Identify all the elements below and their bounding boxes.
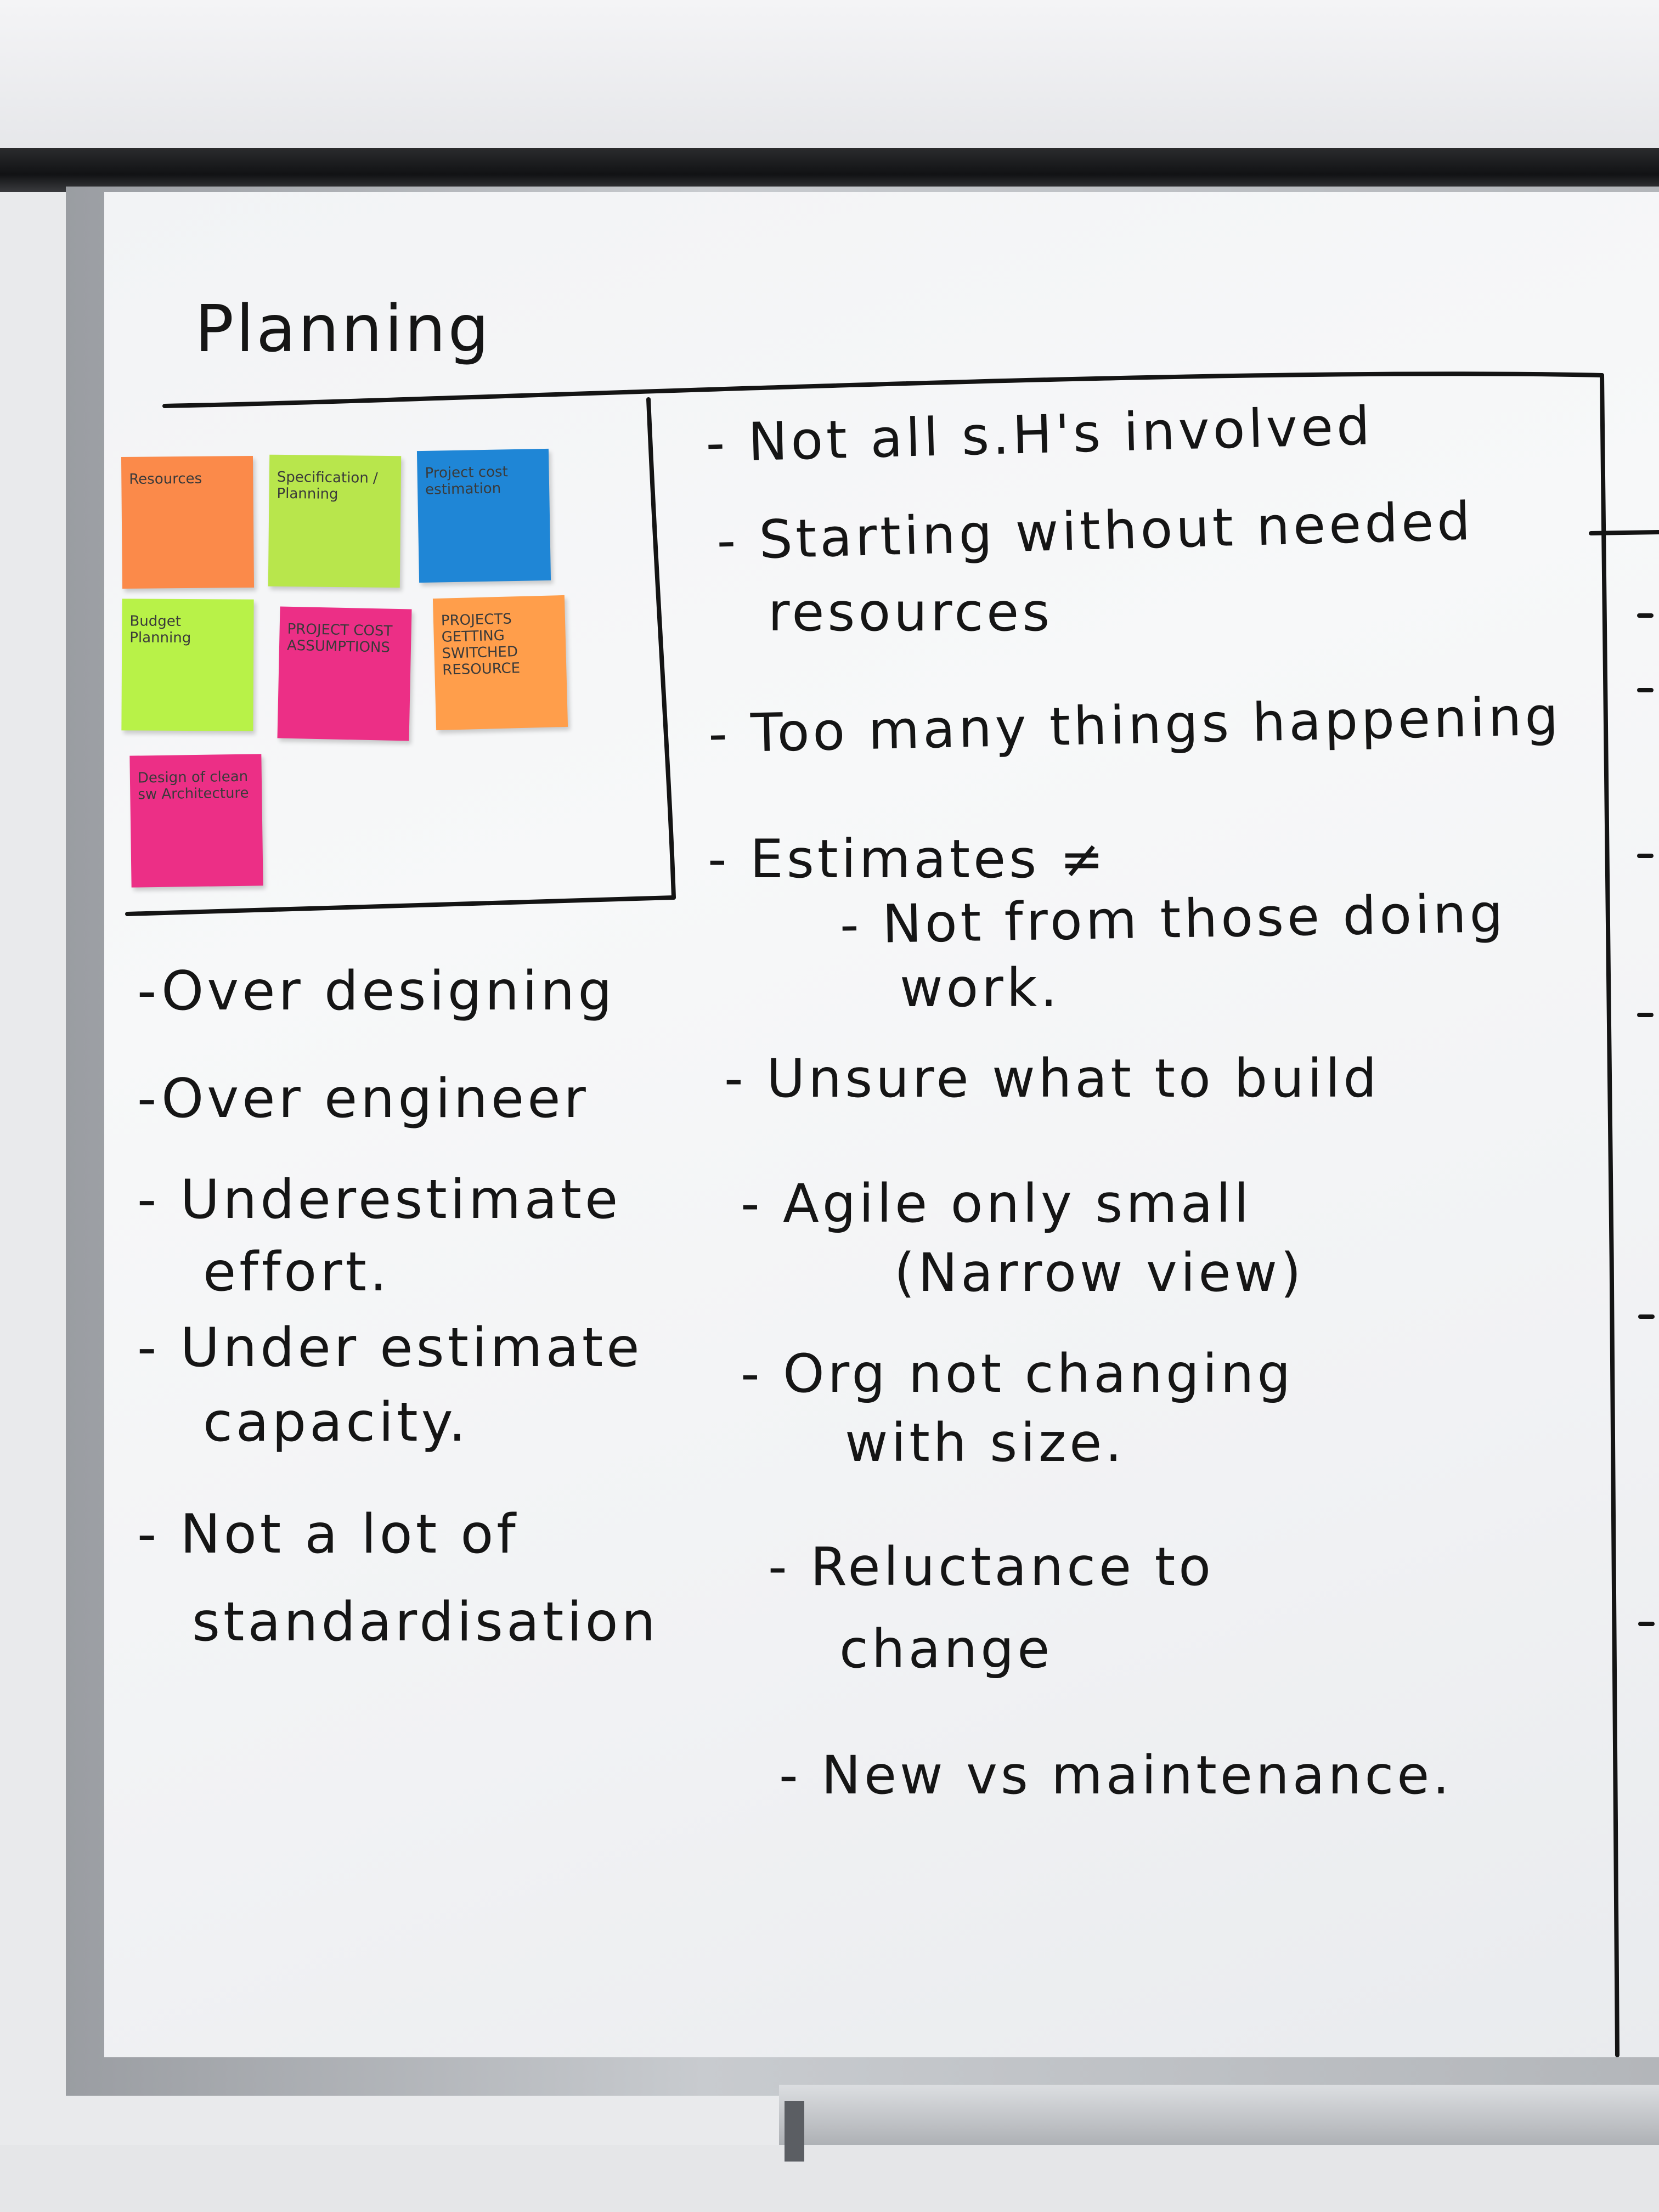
center-item-org-not-changing: - Org not changing	[741, 1343, 1294, 1404]
sticky-note-project-cost-assumptions: PROJECT COST ASSUMPTIONS	[277, 606, 412, 741]
center-item-agile-small-cont: (Narrow view)	[894, 1242, 1305, 1304]
wall-background	[0, 0, 1659, 148]
whiteboard-top-rail	[0, 148, 1659, 192]
sticky-box-bottom	[125, 895, 676, 916]
center-item-agile-small: - Agile only small	[741, 1173, 1252, 1234]
sticky-note-text: Project cost estimation	[425, 464, 509, 498]
center-item-not-from-those-cont: work.	[900, 957, 1060, 1019]
sticky-box-right	[646, 397, 676, 900]
board-title: Planning	[195, 291, 492, 366]
left-item-over-engineer: -Over engineer	[137, 1068, 589, 1130]
left-item-over-designing: -Over designing	[137, 960, 616, 1023]
sticky-note-text: Design of clean sw Architecture	[137, 768, 249, 803]
wall-bottom	[0, 2145, 1659, 2212]
title-underline	[162, 371, 1604, 408]
left-item-standardisation: - Not a lot of	[137, 1503, 519, 1566]
center-item-unsure-what: - Unsure what to build	[724, 1048, 1380, 1109]
center-item-reluctance-cont: change	[839, 1618, 1053, 1680]
left-item-underestimate-cont: effort.	[203, 1241, 391, 1304]
sticky-note-specification: Specification / Planning	[268, 454, 402, 588]
sticky-note-text: Budget Planning	[129, 613, 191, 647]
center-item-new-vs-maintenance: - New vs maintenance.	[779, 1745, 1453, 1806]
center-item-estimates: - Estimates ≠	[708, 828, 1108, 890]
left-item-under-estimate: - Under estimate	[137, 1317, 643, 1379]
sticky-note-projects-switched: PROJECTS GETTING SWITCHED RESOURCE	[432, 595, 568, 731]
sticky-note-resources: Resources	[121, 455, 255, 589]
marker-tray-end	[785, 2101, 804, 2162]
center-item-org-not-changing-cont: with size.	[845, 1412, 1125, 1474]
center-item-not-from-those: - Not from those doing	[839, 882, 1507, 956]
sticky-note-text: PROJECTS GETTING SWITCHED RESOURCE	[441, 611, 521, 679]
sticky-note-budget-planning: Budget Planning	[121, 599, 254, 731]
center-item-reluctance: - Reluctance to	[768, 1536, 1214, 1598]
sticky-note-text: Specification / Planning	[276, 469, 378, 503]
board-divider	[1600, 373, 1620, 2057]
left-item-standardisation-cont: standardisation	[192, 1591, 659, 1654]
left-item-underestimate: - Underestimate	[137, 1169, 622, 1231]
sticky-note-design-architecture: Design of clean sw Architecture	[129, 754, 263, 888]
center-item-starting-without-cont: resources	[768, 582, 1053, 643]
sticky-note-text: Resources	[129, 470, 202, 488]
next-panel-line	[1589, 530, 1659, 535]
left-item-under-estimate-cont: capacity.	[203, 1391, 469, 1454]
marker-tray	[779, 2085, 1659, 2145]
sticky-note-project-cost-estimation: Project cost estimation	[416, 448, 551, 583]
sticky-note-text: PROJECT COST ASSUMPTIONS	[286, 620, 393, 656]
